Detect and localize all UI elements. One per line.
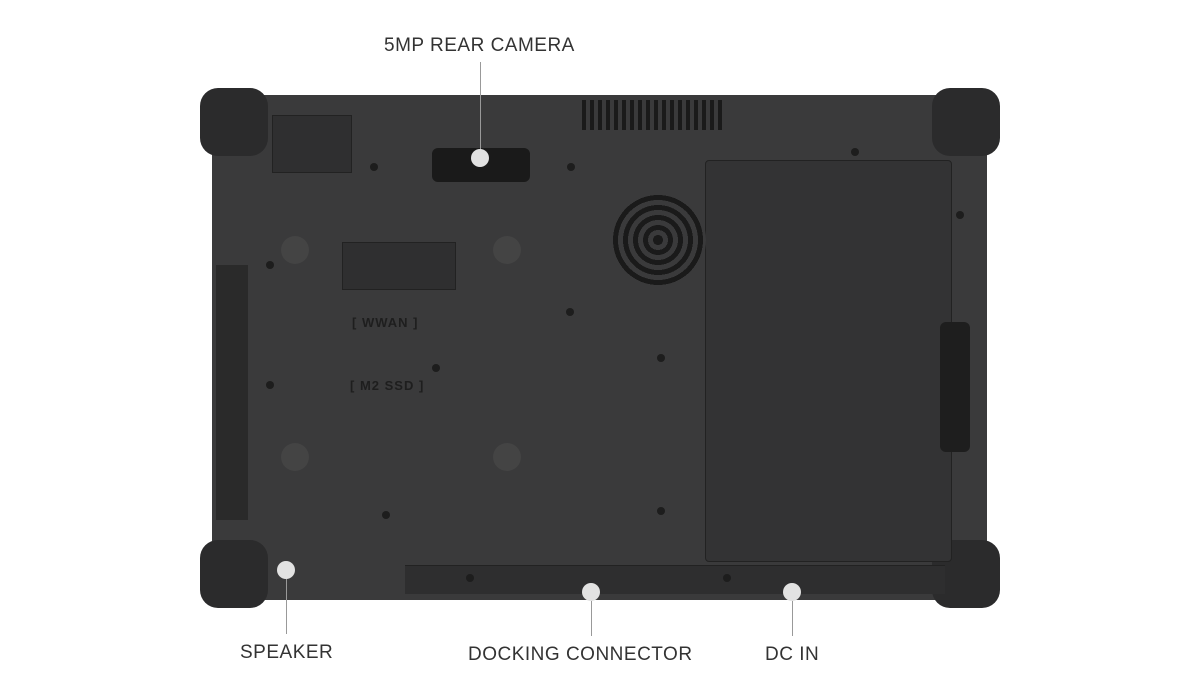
docking-callout-label: DOCKING CONNECTOR (468, 644, 693, 665)
screw (432, 364, 440, 372)
label-plate (272, 115, 352, 173)
rubber-foot (493, 443, 521, 471)
speaker-callout-label: SPEAKER (240, 642, 334, 663)
speaker-callout-dot (277, 561, 295, 579)
fan-grille (610, 192, 706, 288)
battery-pack (705, 160, 952, 562)
screw (266, 261, 274, 269)
screw (657, 507, 665, 515)
rubber-foot (281, 443, 309, 471)
screw (266, 381, 274, 389)
screw (956, 211, 964, 219)
wwan-cover (342, 242, 456, 290)
dc-in-callout-line (792, 592, 793, 636)
docking-callout-dot (582, 583, 600, 601)
screw (370, 163, 378, 171)
screw (466, 574, 474, 582)
camera-callout-line (480, 62, 481, 158)
camera-callout-dot (471, 149, 489, 167)
screw (567, 163, 575, 171)
bottom-rail (405, 565, 945, 594)
ssd-marking: [ M2 SSD ] (350, 378, 425, 393)
camera-callout-label: 5MP REAR CAMERA (384, 35, 575, 56)
rubber-foot (281, 236, 309, 264)
vent-grille (582, 100, 722, 130)
wwan-marking: [ WWAN ] (352, 315, 419, 330)
corner-bumper (200, 540, 268, 608)
docking-callout-line (591, 592, 592, 636)
battery-latch (940, 322, 970, 452)
dc-in-callout-label: DC IN (765, 644, 820, 665)
rubber-foot (493, 236, 521, 264)
screw (851, 148, 859, 156)
screw (566, 308, 574, 316)
screw (723, 574, 731, 582)
corner-bumper (200, 88, 268, 156)
screw (382, 511, 390, 519)
corner-bumper (932, 88, 1000, 156)
side-ports (216, 265, 248, 520)
dc-in-callout-dot (783, 583, 801, 601)
speaker-callout-line (286, 570, 287, 634)
screw (657, 354, 665, 362)
